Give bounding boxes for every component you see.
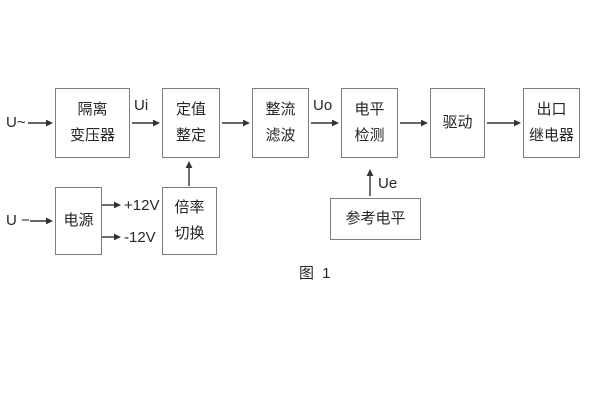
block-label: 电平	[354, 101, 385, 118]
block-isolation-transformer: 隔离 变压器	[55, 88, 130, 158]
block-label: 整定	[175, 126, 206, 144]
block-rectifier-filter: 整流 滤波	[252, 88, 309, 158]
block-value-setting: 定值 整定	[162, 88, 220, 158]
figure-caption: 图 1	[299, 265, 333, 282]
block-label: 变压器	[69, 126, 115, 144]
block-ratio-switch: 倍率 切换	[162, 187, 217, 255]
label-minus12v: -12V	[124, 229, 156, 246]
block-label: 继电器	[528, 126, 574, 144]
block-label: 倍率	[174, 199, 205, 216]
arrow-level-to-drive	[400, 119, 428, 127]
block-label: 整流	[265, 101, 296, 118]
arrow-drive-to-relay	[487, 119, 521, 127]
arrow-power-plus12	[102, 201, 121, 209]
block-reference-level: 参考电平	[330, 198, 421, 240]
block-output-relay: 出口 继电器	[523, 88, 580, 158]
arrow-rectifier-to-level	[311, 119, 339, 127]
block-level-detection: 电平 检测	[341, 88, 398, 158]
label-ui: Ui	[134, 97, 149, 114]
block-label: 电源	[63, 211, 94, 229]
block-label: 检测	[354, 126, 385, 144]
block-label: 切换	[174, 224, 205, 242]
block-label: 滤波	[265, 126, 296, 144]
block-label: 出口	[536, 101, 567, 118]
block-label: 驱动	[442, 113, 473, 131]
arrow-setting-to-rectifier	[222, 119, 250, 127]
block-label: 隔离	[77, 101, 108, 118]
arrow-dc-input	[30, 217, 53, 225]
arrow-ratio-to-setting	[185, 161, 193, 186]
block-drive: 驱动	[430, 88, 485, 158]
arrow-power-minus12	[102, 233, 121, 241]
block-label: 定值	[175, 101, 206, 118]
label-plus12v: +12V	[124, 197, 160, 214]
arrow-reference-to-level	[366, 169, 374, 196]
arrow-transformer-to-setting	[132, 119, 160, 127]
block-label: 参考电平	[345, 209, 406, 227]
label-dc-input: U −	[6, 212, 30, 229]
label-uo: Uo	[313, 97, 333, 114]
label-ue: Ue	[378, 175, 398, 192]
arrow-ac-input	[28, 119, 53, 127]
label-ac-input: U~	[6, 114, 26, 131]
block-power-supply: 电源	[55, 187, 102, 255]
